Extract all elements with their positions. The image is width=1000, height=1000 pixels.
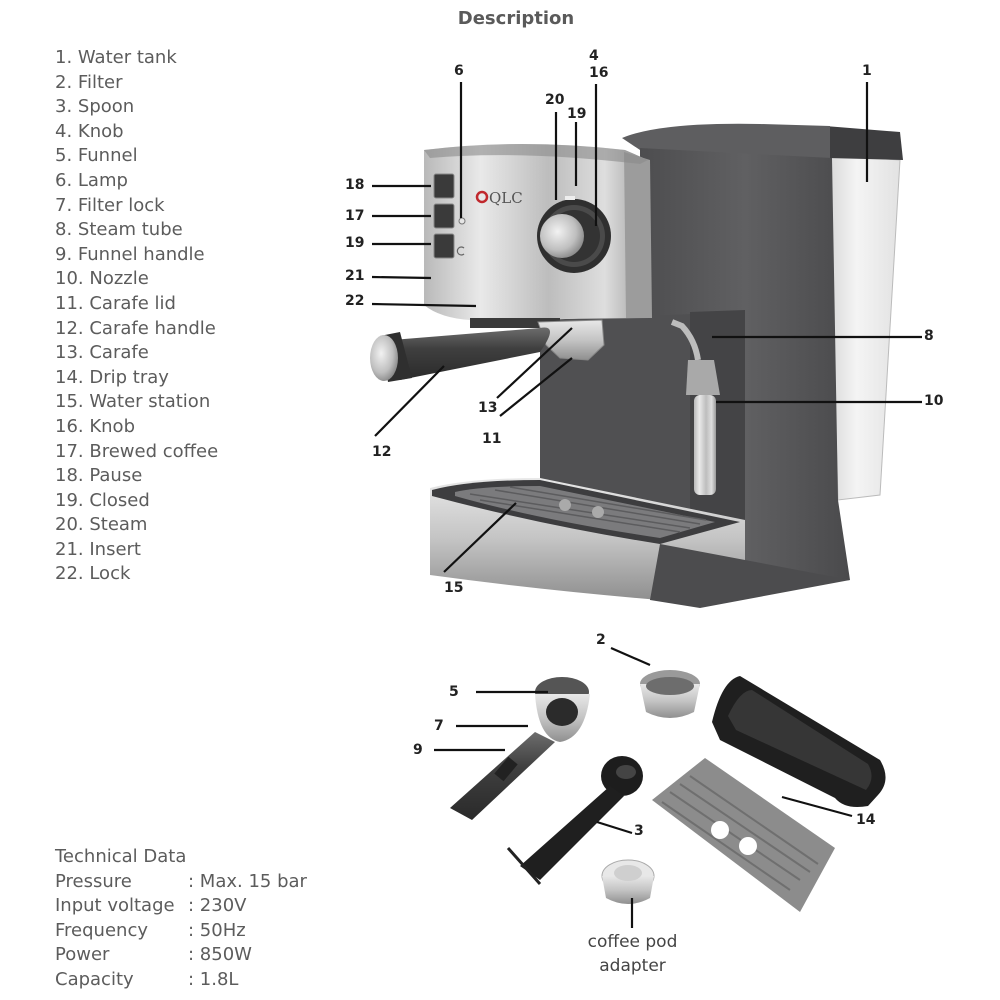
- drip-grill: [652, 758, 835, 912]
- drip-tray: [712, 676, 886, 807]
- parts-list-item: 10. Nozzle: [55, 268, 149, 290]
- parts-list-item: 11. Carafe lid: [55, 292, 176, 314]
- callout-19-button: 19: [345, 235, 365, 251]
- portafilter: [370, 318, 605, 382]
- spec-row: Capacity : 1.8L: [55, 968, 307, 993]
- parts-list-item: 4. Knob: [55, 120, 124, 142]
- spec-label: Pressure: [55, 870, 132, 892]
- callout-10: 10: [924, 393, 944, 409]
- callout-16: 16: [589, 65, 609, 81]
- funnel: [535, 677, 590, 742]
- parts-list-item: 14. Drip tray: [55, 366, 169, 388]
- callout-7: 7: [434, 718, 444, 734]
- parts-list-item: 13. Carafe: [55, 342, 149, 364]
- callout-1: 1: [862, 63, 872, 79]
- spec-row: Pressure : Max. 15 bar: [55, 870, 307, 895]
- callout-9: 9: [413, 742, 423, 758]
- front-panel: [424, 144, 652, 320]
- pause-button: [433, 173, 455, 199]
- spec-label: Frequency: [55, 919, 148, 941]
- parts-list-item: 15. Water station: [55, 391, 211, 413]
- spec-row: Power : 850W: [55, 943, 307, 968]
- callout-8: 8: [924, 328, 934, 344]
- spec-value: : 50Hz: [188, 919, 246, 941]
- callout-12: 12: [372, 444, 392, 460]
- callout-5: 5: [449, 684, 459, 700]
- spec-value: : 850W: [188, 944, 252, 965]
- callout-2: 2: [596, 632, 606, 648]
- parts-list-item: 7. Filter lock: [55, 194, 165, 216]
- callout-21: 21: [345, 268, 365, 284]
- parts-list-item: 20. Steam: [55, 514, 148, 536]
- parts-list-item: 18. Pause: [55, 465, 143, 487]
- callout-22: 22: [345, 293, 365, 309]
- lamp-icon: [458, 217, 466, 225]
- callout-17: 17: [345, 208, 365, 224]
- spec-label: Power: [55, 944, 110, 965]
- parts-list-item: 17. Brewed coffee: [55, 440, 219, 462]
- leader-lines: [371, 82, 922, 928]
- selector-knob: [537, 196, 611, 273]
- parts-list-item: 19. Closed: [55, 489, 150, 511]
- spec-label: Capacity: [55, 968, 134, 990]
- funnel-handle: [450, 732, 555, 820]
- spec-label: Input voltage: [55, 895, 175, 916]
- callout-6: 6: [454, 63, 464, 79]
- coffee-pod-adapter-label: coffee pod adapter: [560, 930, 705, 978]
- callout-4: 4: [589, 48, 599, 64]
- callout-19-knob: 19: [567, 106, 587, 122]
- technical-data: Technical Data Pressure : Max. 15 bar In…: [55, 845, 307, 992]
- spec-value: : 230V: [188, 895, 247, 916]
- parts-list: 1. Water tank 2. Filter 3. Spoon 4. Knob…: [55, 46, 218, 587]
- parts-list-item: 22. Lock: [55, 563, 131, 585]
- filter-basket: [640, 670, 700, 718]
- parts-list-item: 6. Lamp: [55, 169, 128, 191]
- parts-list-item: 21. Insert: [55, 538, 141, 560]
- parts-list-item: 5. Funnel: [55, 145, 138, 167]
- parts-list-item: 12. Carafe handle: [55, 317, 216, 339]
- callout-3: 3: [634, 823, 644, 839]
- callout-15: 15: [444, 580, 464, 596]
- spec-row: Frequency : 50Hz: [55, 919, 307, 944]
- brand-logo: QLC: [475, 189, 523, 207]
- parts-list-item: 3. Spoon: [55, 96, 135, 118]
- lamp-indicator-icon: [456, 246, 465, 256]
- brand-logo-text: QLC: [489, 189, 523, 207]
- technical-data-heading: Technical Data: [55, 846, 187, 867]
- measuring-spoon: [506, 756, 643, 885]
- steam-tube: [670, 319, 720, 495]
- parts-list-item: 16. Knob: [55, 415, 135, 437]
- closed-button: [433, 233, 455, 259]
- callout-13: 13: [478, 400, 498, 416]
- pod-label-line: adapter: [599, 956, 666, 976]
- parts-list-item: 2. Filter: [55, 71, 123, 93]
- coffee-pod-adapter: [601, 859, 655, 904]
- pod-label-line: coffee pod: [587, 932, 678, 952]
- page-title: Description: [457, 8, 575, 29]
- callout-18: 18: [345, 177, 365, 193]
- callout-11: 11: [482, 431, 502, 447]
- spec-value: : 1.8L: [188, 968, 239, 990]
- callout-14: 14: [856, 812, 876, 828]
- callout-20: 20: [545, 92, 565, 108]
- spec-row: Input voltage : 230V: [55, 894, 307, 919]
- parts-list-item: 1. Water tank: [55, 47, 177, 68]
- spec-value: : Max. 15 bar: [188, 870, 307, 892]
- parts-list-item: 9. Funnel handle: [55, 243, 205, 265]
- parts-list-item: 8. Steam tube: [55, 219, 183, 241]
- brewed-coffee-button: [433, 203, 455, 229]
